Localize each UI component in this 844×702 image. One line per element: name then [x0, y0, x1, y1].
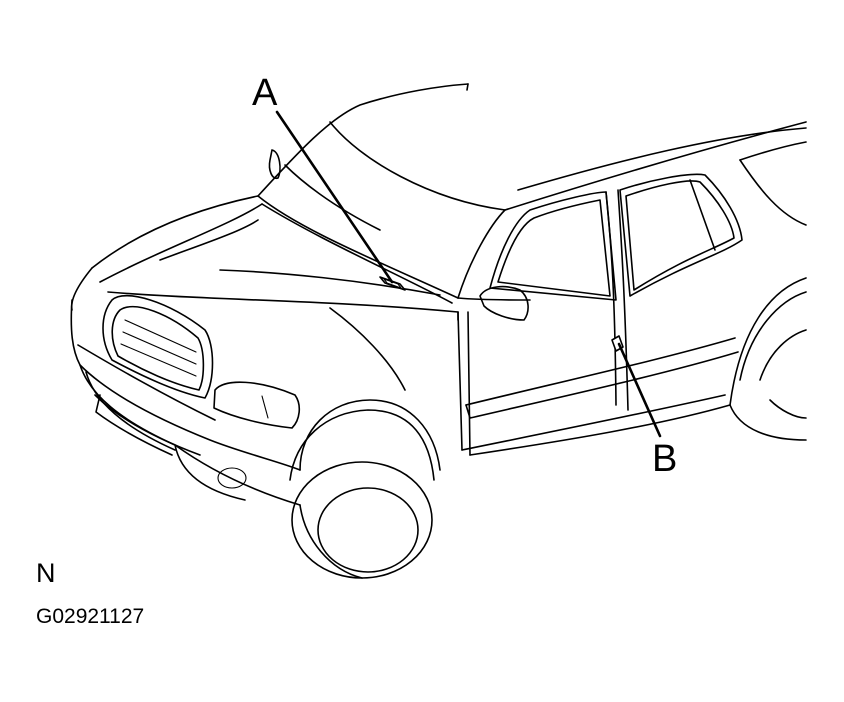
rear-wheel	[729, 277, 807, 441]
view-code: N	[36, 558, 56, 588]
figure-id: G02921127	[36, 605, 145, 628]
windshield	[257, 164, 506, 304]
side-body	[457, 189, 739, 456]
callout-label-b: B	[652, 438, 678, 480]
leader-line-b	[617, 342, 662, 438]
front-wheel	[289, 399, 441, 579]
headlight	[213, 381, 301, 429]
roof	[257, 83, 807, 211]
right-mirror	[479, 285, 529, 321]
callout-label-a: A	[252, 72, 278, 114]
left-mirror	[268, 149, 281, 180]
side-windows	[489, 141, 807, 301]
front-bumper	[70, 267, 301, 506]
windshield-vin-plate-icon	[379, 276, 406, 291]
grille	[102, 294, 214, 399]
leader-line-a	[275, 110, 394, 284]
hood	[91, 195, 459, 391]
